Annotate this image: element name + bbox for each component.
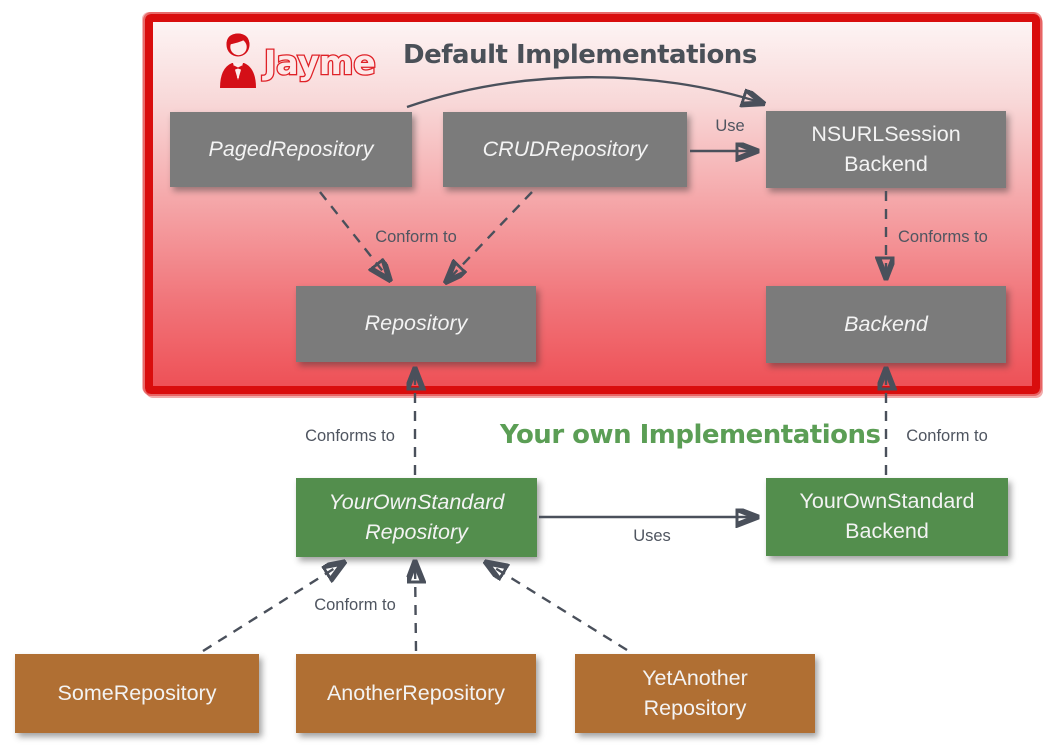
node-your-own-standard-backend: YourOwnStandard Backend [766,478,1008,556]
node-paged-repository: PagedRepository [170,112,412,187]
logo-text: Jayme [262,43,376,82]
edge-label-use: Use [715,117,745,135]
edge-label-conform-to-bottom: Conform to [314,596,396,614]
jayme-logo-text: Jayme [261,42,377,84]
edge-another-conform-ownrepo [415,563,416,652]
edge-label-conforms-to-mid-left: Conforms to [305,427,395,445]
node-crud-repository: CRUDRepository [443,112,687,187]
node-label: PagedRepository [208,136,374,161]
edge-label-conform-to-mid-right: Conform to [906,427,988,445]
node-label-line1: YourOwnStandard [328,489,505,514]
node-yet-another-repository: YetAnother Repository [575,654,815,733]
node-label-line2: Backend [845,519,929,543]
node-backend: Backend [766,286,1006,363]
your-own-implementations-title: Your own Implementations [500,420,881,450]
node-label: SomeRepository [57,680,217,705]
node-label-line2: Backend [844,151,928,176]
node-label-line1: YetAnother [642,665,748,690]
node-label-line2: Repository [643,695,747,720]
node-label-line2: Repository [365,519,468,544]
edge-label-conforms-to-top-right: Conforms to [898,228,988,246]
edge-yetanother-conform-ownrepo [487,563,628,652]
node-repository: Repository [296,286,536,362]
edge-label-conform-to-top: Conform to [375,228,457,246]
node-some-repository: SomeRepository [15,654,259,733]
node-label: Repository [364,311,468,336]
jayme-butler-icon [220,33,256,88]
edge-label-uses: Uses [633,527,671,545]
node-label: CRUDRepository [482,136,648,161]
node-your-own-standard-repository: YourOwnStandard Repository [296,478,537,557]
node-nsurlsession-backend: NSURLSession Backend [766,111,1006,188]
node-label-line1: YourOwnStandard [799,489,975,514]
node-label: AnotherRepository [326,680,506,705]
node-label: Backend [844,311,928,336]
node-label-line1: NSURLSession [811,121,961,146]
node-another-repository: AnotherRepository [296,654,536,733]
default-implementations-title: Default Implementations [403,40,757,70]
